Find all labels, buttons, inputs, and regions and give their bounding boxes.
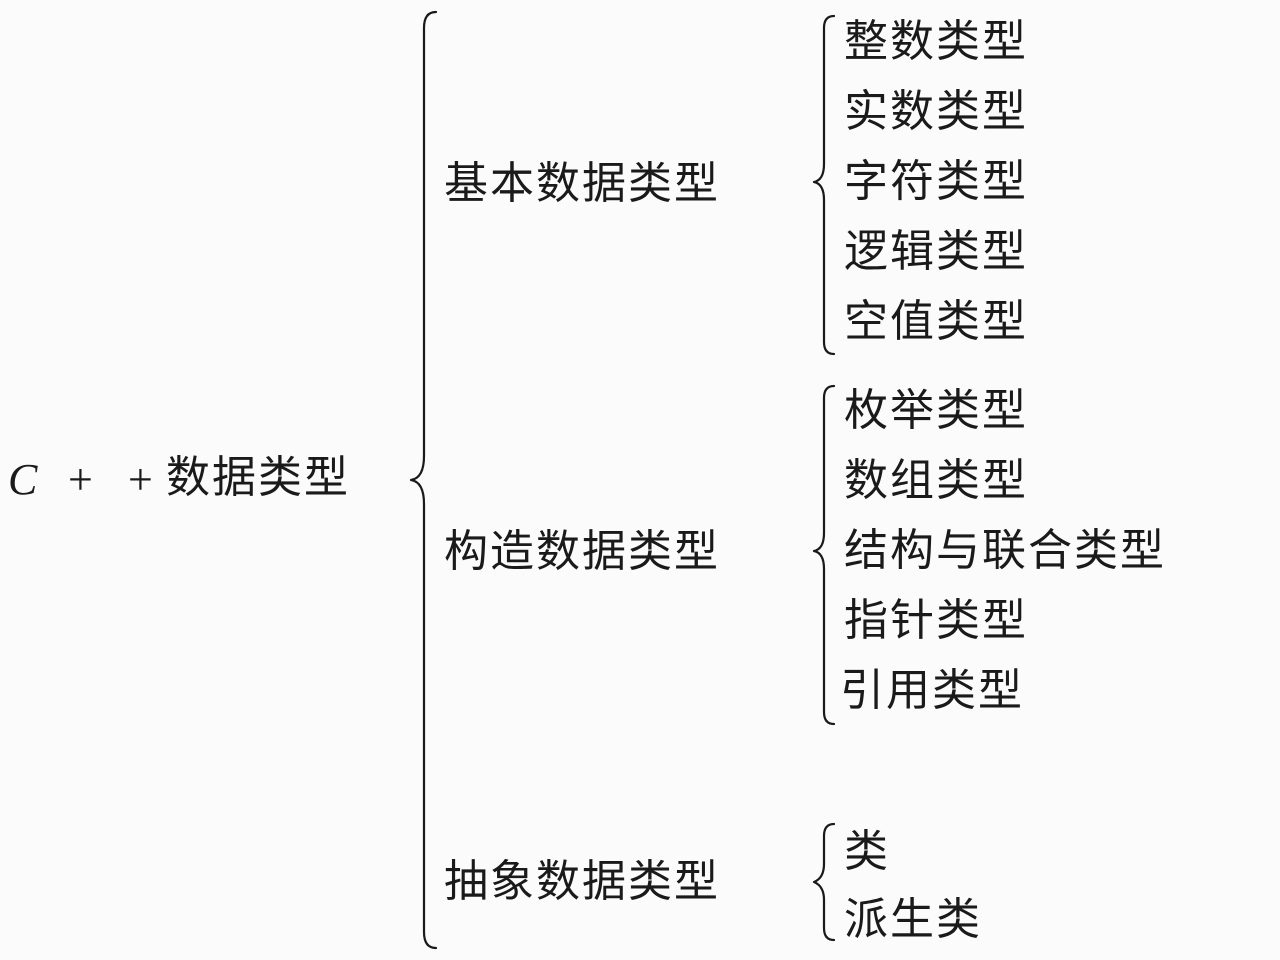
leaf-struct-union-type: 结构与联合类型 <box>844 525 1166 576</box>
abstract-types-brace <box>812 822 836 942</box>
leaf-reference-type: 引用类型 <box>840 665 1024 716</box>
category-label-constructed: 构造数据类型 <box>444 526 720 577</box>
leaf-array-type: 数组类型 <box>844 455 1028 506</box>
leaf-real-type: 实数类型 <box>844 86 1028 137</box>
category-label-abstract: 抽象数据类型 <box>444 856 720 907</box>
leaf-derived-class: 派生类 <box>844 894 982 945</box>
basic-types-brace <box>812 14 836 356</box>
root-label-plus-2: + <box>128 455 153 504</box>
category-label-basic: 基本数据类型 <box>444 158 720 209</box>
leaf-void-type: 空值类型 <box>844 296 1028 347</box>
root-label-c: C <box>8 455 38 504</box>
root-label-plus-1: + <box>68 455 93 504</box>
root-brace <box>409 10 438 950</box>
leaf-char-type: 字符类型 <box>844 156 1028 207</box>
leaf-class: 类 <box>844 826 890 877</box>
leaf-integer-type: 整数类型 <box>844 16 1028 67</box>
leaf-enum-type: 枚举类型 <box>844 385 1028 436</box>
leaf-logic-type: 逻辑类型 <box>844 226 1028 277</box>
leaf-pointer-type: 指针类型 <box>844 595 1028 646</box>
root-label-text: 数据类型 <box>166 452 350 503</box>
constructed-types-brace <box>812 384 836 726</box>
